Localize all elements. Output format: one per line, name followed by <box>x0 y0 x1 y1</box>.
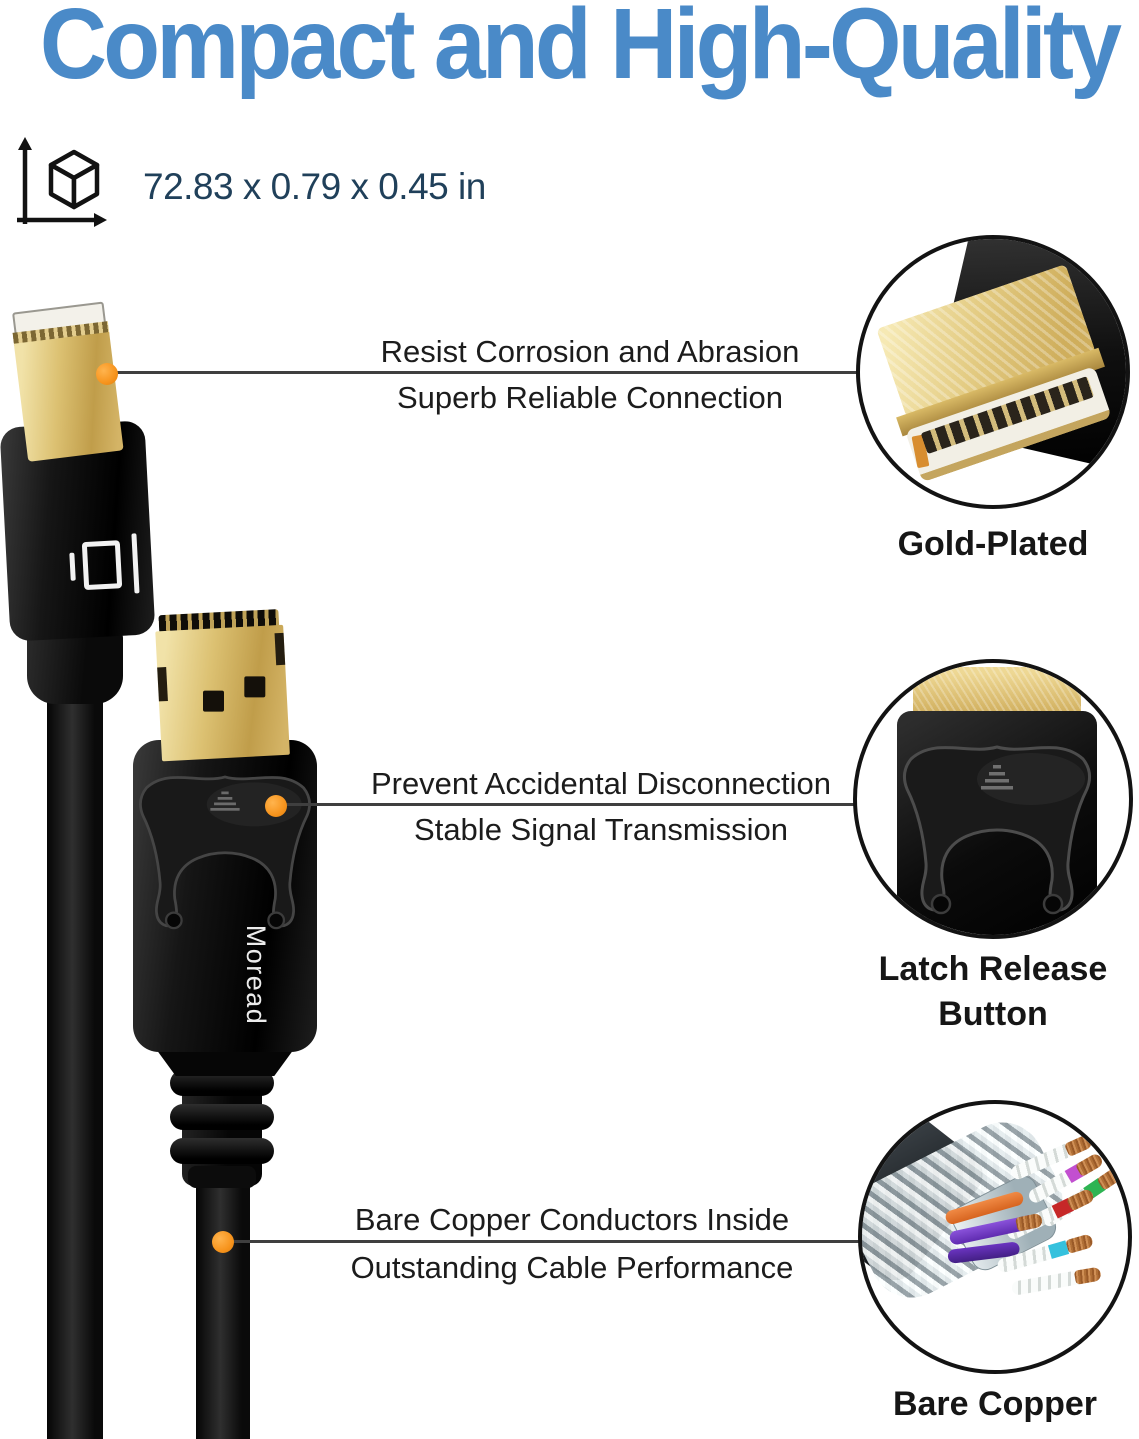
copper-tip <box>1096 1164 1126 1191</box>
callout-text-corrosion: Resist Corrosion and Abrasion <box>380 334 800 369</box>
copper-tip <box>1065 1233 1095 1254</box>
dp-plug-latch-notch <box>157 667 168 702</box>
bare-copper-detail-circle <box>858 1100 1132 1374</box>
callout-text-conductors: Bare Copper Conductors Inside <box>354 1202 790 1237</box>
monitor-icon-left-bar <box>69 552 76 581</box>
dp-strain-relief-rib <box>170 1138 274 1164</box>
copper-tip <box>1073 1266 1102 1285</box>
latch-triangle-icon <box>210 791 240 811</box>
mini-dp-cable <box>47 690 103 1439</box>
latch-triangle-icon <box>981 765 1013 790</box>
gold-plated-detail-circle <box>856 235 1130 509</box>
dp-gold-plug <box>154 609 290 762</box>
detail-label-gold-plated: Gold-Plated <box>897 525 1089 563</box>
callout-marker-latch <box>265 795 287 817</box>
detail-label-bare-copper: Bare Copper <box>892 1385 1098 1423</box>
dp-strain-relief-collar <box>188 1166 256 1188</box>
copper-tip <box>1074 1151 1105 1178</box>
dp-plug-latch-notch <box>274 632 286 666</box>
callout-marker-gold-plated <box>96 363 118 385</box>
callout-text-connection: Superb Reliable Connection <box>396 380 784 415</box>
dp-cable <box>196 1180 250 1439</box>
monitor-icon-right-bar <box>131 533 140 594</box>
callout-text-disconnection: Prevent Accidental Disconnection <box>370 766 832 801</box>
page-title: Compact and High-Quality <box>39 0 1122 100</box>
dp-strain-relief-rib <box>170 1104 274 1130</box>
copper-tip <box>1063 1133 1094 1157</box>
gold-plug-closeup <box>860 259 1126 505</box>
dp-latch-detail <box>139 775 311 930</box>
callout-line-copper <box>223 1240 859 1243</box>
callout-marker-copper <box>212 1231 234 1253</box>
wire-white <box>1010 1266 1102 1296</box>
monitor-icon-screen <box>81 540 123 591</box>
dp-plug-hole <box>244 676 266 698</box>
callout-line-gold-plated <box>107 371 864 374</box>
callout-line-latch <box>276 803 854 806</box>
displayport-monitor-icon <box>68 532 141 598</box>
detail-label-latch-release: Latch Release Button <box>878 950 1108 1033</box>
dp-plug-hole <box>203 690 225 712</box>
latch-release-detail-circle <box>853 659 1133 939</box>
product-dimensions: 72.83 x 0.79 x 0.45 in <box>143 166 486 207</box>
brand-label: Moread <box>241 924 271 1026</box>
latch-closeup <box>902 745 1092 915</box>
copper-tip <box>1066 1187 1096 1212</box>
cube-dimensions-icon <box>17 137 107 227</box>
callout-text-performance: Outstanding Cable Performance <box>350 1250 794 1285</box>
callout-text-signal: Stable Signal Transmission <box>414 812 788 847</box>
mini-dp-neck <box>27 630 123 704</box>
mini-dp-plug-gold-face <box>13 332 124 462</box>
